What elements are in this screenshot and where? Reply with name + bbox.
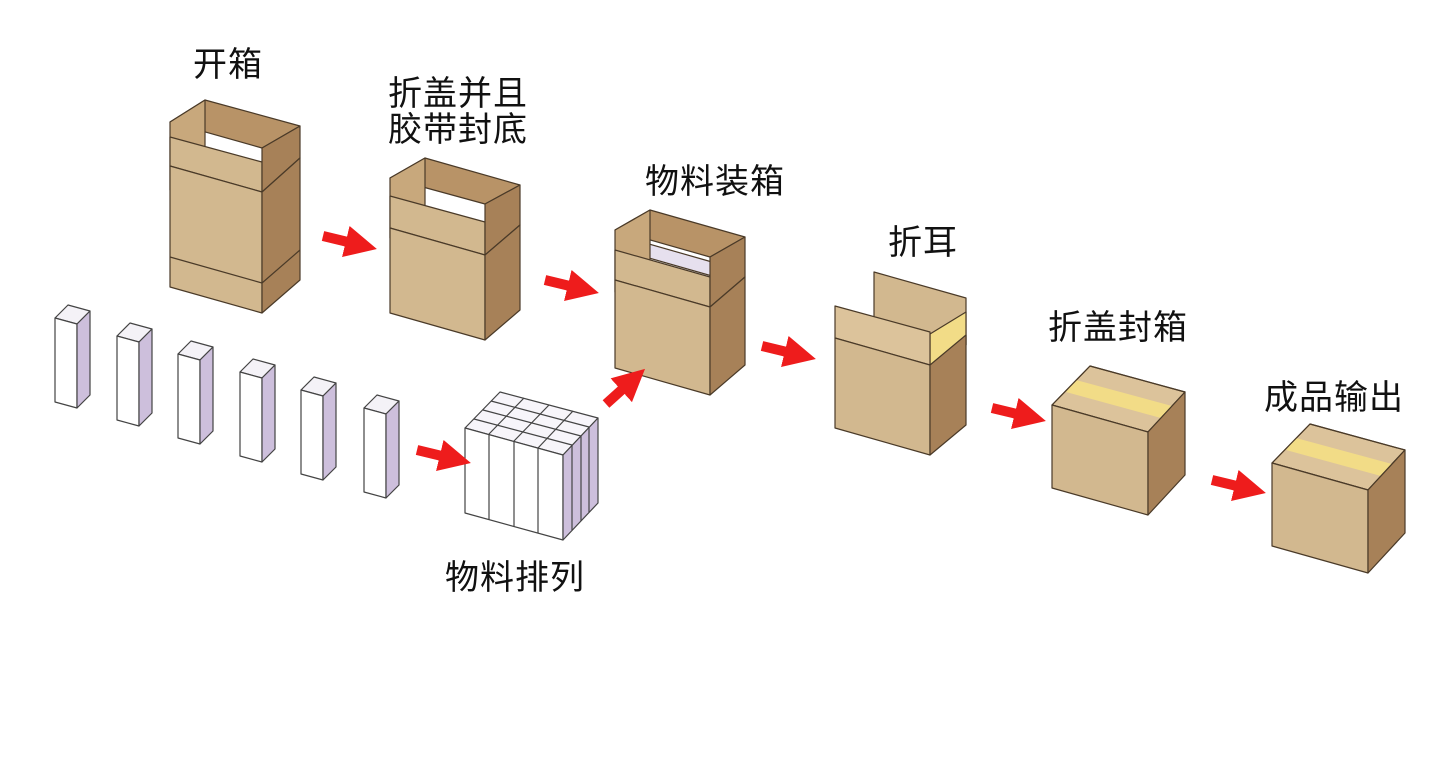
step-label-fold-tape-line1: 折盖并且 (388, 74, 528, 114)
step-label-fold-ears: 折耳 (888, 223, 958, 263)
material-item (239, 358, 276, 463)
arranged-material-block (464, 391, 599, 541)
loaded-box-illustration (614, 209, 746, 396)
step-label-output: 成品输出 (1264, 378, 1404, 418)
material-item (177, 340, 214, 445)
arrow-icon (1210, 469, 1266, 502)
arrow-icon (543, 269, 599, 302)
material-item (54, 304, 91, 409)
finished-box-illustration (1271, 423, 1406, 574)
step-label-open-box: 开箱 (193, 45, 263, 85)
step-label-load-material: 物料装箱 (645, 162, 785, 202)
step-label-fold-tape-line2: 胶带封底 (388, 110, 528, 150)
process-arrows (321, 225, 1266, 502)
step-label-arrange-material: 物料排列 (445, 558, 585, 598)
sealed-box-illustration (1051, 365, 1186, 516)
material-item (116, 322, 153, 427)
material-items-row (54, 304, 400, 499)
material-item (300, 376, 337, 481)
bottom-sealed-box-illustration (389, 157, 521, 341)
arrow-icon (990, 397, 1046, 430)
arrow-icon (760, 335, 816, 368)
step-label-fold-seal: 折盖封箱 (1048, 308, 1188, 348)
folding-ears-box-illustration (834, 271, 967, 456)
material-item (363, 394, 400, 499)
arrow-icon (321, 225, 377, 258)
open-box-illustration (169, 99, 301, 314)
arrow-icon (602, 368, 646, 408)
arrow-icon (415, 439, 471, 472)
